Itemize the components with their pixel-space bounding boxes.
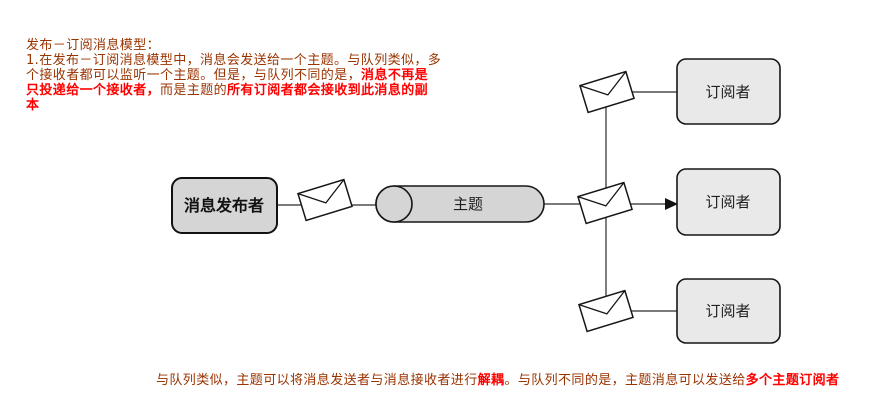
footer-seg2-highlight: 解耦	[477, 373, 505, 388]
arrowhead	[665, 198, 678, 210]
publisher-label: 消息发布者	[184, 196, 264, 215]
intro-line5-highlight: 本	[26, 98, 40, 113]
topic-label: 主题	[453, 195, 483, 213]
footer-seg3: 。与队列不同的是，主题消息可以发送给	[504, 373, 746, 388]
intro-line3-highlight: 消息不再是	[361, 68, 429, 83]
subscriber-box-1	[676, 58, 781, 125]
intro-line4-highlight1: 只投递给一个接收者，	[26, 83, 161, 98]
subscriber-label-1: 订阅者	[705, 83, 750, 101]
intro-line3-normal: 个接收者都可以监听一个主题。但是，与队列不同的是，	[26, 68, 362, 83]
footer-seg1: 与队列类似，主题可以将消息发送者与消息接收者进行	[156, 373, 478, 388]
subscriber-label-2: 订阅者	[705, 193, 750, 211]
subscriber-box-3	[676, 278, 781, 344]
intro-line2: 1.在发布－订阅消息模型中，消息会发送给一个主题。与队列类似，多	[26, 53, 442, 68]
envelope-icon	[297, 178, 353, 222]
footer-note: 与队列类似，主题可以将消息发送者与消息接收者进行解耦。与队列不同的是，主题消息可…	[156, 369, 839, 388]
envelope-icon	[578, 289, 634, 333]
publisher-box	[171, 177, 278, 234]
topic-cylinder-cap	[375, 185, 413, 223]
subscriber-box-2	[676, 168, 781, 236]
subscriber-label-3: 订阅者	[705, 302, 750, 320]
intro-line4-normal: 而是主题的	[160, 83, 228, 98]
envelope-icon	[577, 181, 633, 225]
envelope-icon	[579, 70, 635, 114]
intro-line4-highlight2: 所有订阅者都会接收到此消息的副	[227, 83, 429, 98]
footer-seg4-highlight: 多个主题订阅者	[745, 373, 840, 388]
intro-paragraph: 发布－订阅消息模型： 1.在发布－订阅消息模型中，消息会发送给一个主题。与队列类…	[26, 38, 466, 113]
intro-title: 发布－订阅消息模型：	[26, 38, 161, 53]
